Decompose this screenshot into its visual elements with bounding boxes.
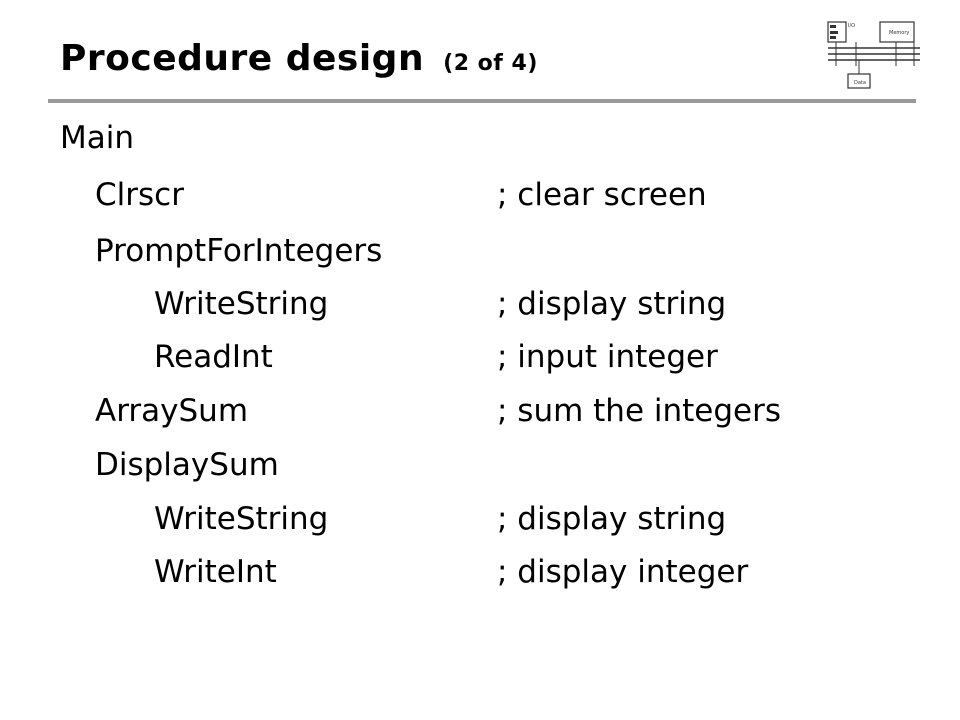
outline-comment-clrscr: ; clear screen bbox=[497, 177, 707, 213]
outline-comment-writestring-2: ; display string bbox=[497, 501, 727, 537]
outline-item-clrscr: Clrscr bbox=[95, 177, 184, 213]
title-divider bbox=[48, 99, 916, 103]
outline-item-writestring-1: WriteString bbox=[154, 286, 329, 322]
computer-architecture-diagram-icon: I/O Memory Data bbox=[827, 21, 920, 89]
outline-item-displaysum: DisplaySum bbox=[95, 447, 279, 483]
outline-comment-readint: ; input integer bbox=[497, 339, 718, 375]
outline-item-writestring-2: WriteString bbox=[154, 501, 329, 537]
slide-title-text: Procedure design bbox=[60, 38, 425, 79]
outline-item-readint: ReadInt bbox=[154, 339, 273, 375]
outline-comment-arraysum: ; sum the integers bbox=[497, 393, 782, 429]
svg-text:I/O: I/O bbox=[848, 23, 855, 29]
outline-comment-writestring-1: ; display string bbox=[497, 286, 727, 322]
slide-subtitle-text: (2 of 4) bbox=[443, 51, 538, 76]
outline-item-promptforintegers: PromptForIntegers bbox=[95, 233, 383, 269]
outline-item-main: Main bbox=[60, 120, 135, 156]
svg-text:Memory: Memory bbox=[889, 30, 909, 36]
outline-item-arraysum: ArraySum bbox=[95, 393, 249, 429]
svg-text:Data: Data bbox=[854, 80, 866, 86]
page-title: Procedure design (2 of 4) bbox=[60, 38, 538, 79]
outline-comment-writeint: ; display integer bbox=[497, 554, 749, 590]
outline-item-writeint: WriteInt bbox=[154, 554, 277, 590]
